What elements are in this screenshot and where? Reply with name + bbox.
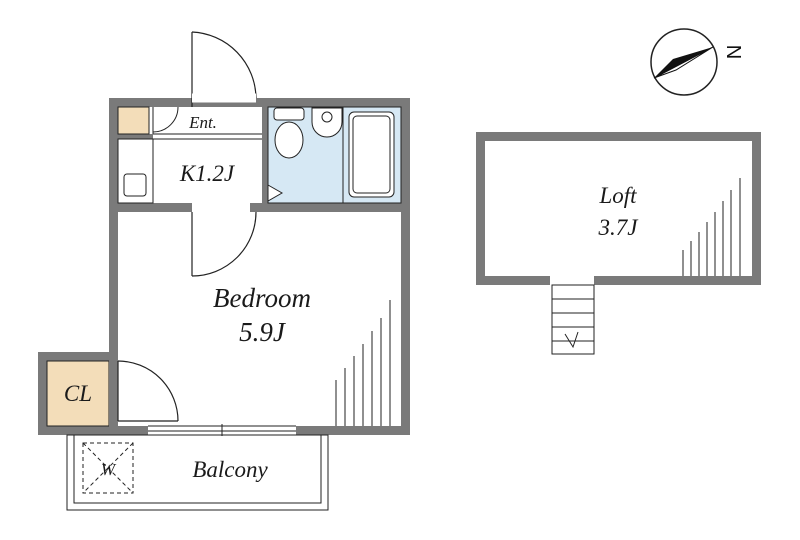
entrance-label: Ent. [188, 113, 217, 132]
balcony-label: Balcony [192, 457, 268, 482]
bath-door-marker [267, 184, 284, 202]
stove-icon [123, 173, 147, 197]
kitchen-label: K1.2J [179, 161, 236, 186]
loft-label: Loft [598, 183, 637, 208]
toilet-icon [273, 107, 305, 159]
main-unit-walls [38, 98, 410, 435]
entrance-shoe-box [117, 106, 150, 135]
loft-walls [476, 132, 761, 285]
bedroom-size: 5.9J [239, 317, 287, 347]
sink-icon [311, 107, 343, 138]
north-label: N [722, 45, 744, 59]
washer-icon [82, 442, 134, 494]
closet [46, 360, 110, 427]
loft-slope-lines [682, 178, 741, 276]
loft-size: 3.7J [598, 215, 640, 240]
bathtub-icon [348, 111, 395, 198]
compass-icon [650, 28, 718, 96]
closet-label: CL [64, 381, 92, 406]
bedroom-slope-lines [335, 300, 391, 426]
washer-label: W [101, 460, 117, 479]
bedroom-door[interactable] [191, 211, 257, 277]
balcony [66, 434, 329, 511]
entrance-inner-door [152, 106, 179, 133]
balcony-window[interactable] [148, 424, 296, 436]
bedroom-label: Bedroom [213, 283, 311, 313]
closet-door[interactable] [117, 360, 179, 422]
stairs-icon[interactable] [551, 284, 595, 355]
front-door[interactable] [191, 31, 257, 107]
